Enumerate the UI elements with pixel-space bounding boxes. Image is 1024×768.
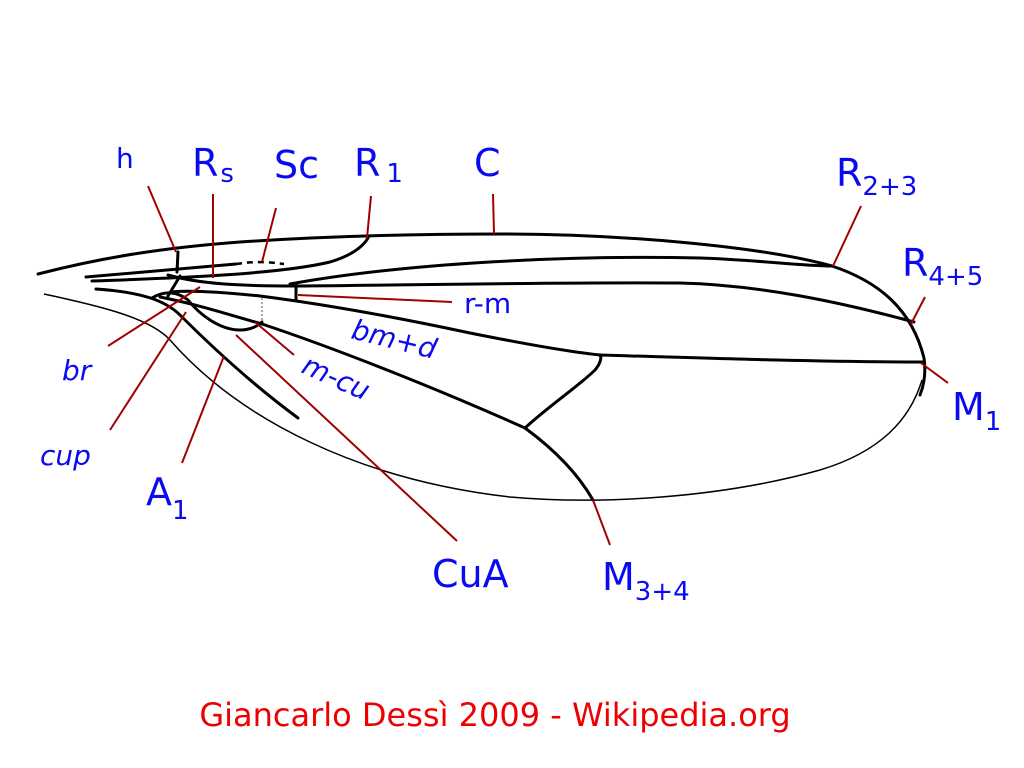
vein-costa: [36, 232, 927, 397]
label-m34: M3+4: [602, 555, 690, 607]
leader-rm: [297, 294, 453, 303]
label-cua: CuA: [432, 552, 509, 596]
leader-mcu: [254, 321, 295, 356]
label-r45: R4+5: [902, 241, 983, 292]
leader-c: [492, 193, 495, 235]
vein-a1: [94, 287, 300, 420]
leader-r45: [910, 296, 926, 325]
credit-line: Giancarlo Dessì 2009 - Wikipedia.org: [199, 696, 791, 734]
label-sc: Sc: [274, 143, 319, 187]
label-a1: A1: [146, 470, 189, 526]
leader-r1: [366, 195, 372, 239]
leader-sc: [261, 207, 277, 263]
wing-veins: [36, 232, 927, 502]
vein-cua: [158, 295, 527, 430]
vein-subcosta-dashed: [235, 260, 285, 266]
label-br: br: [62, 354, 93, 387]
leader-r23: [832, 205, 862, 267]
vein-r2-3: [288, 255, 834, 286]
wing-hind-margin: [43, 293, 923, 501]
label-c: C: [474, 141, 501, 185]
leader-lines: [107, 185, 949, 546]
vein-m3-4: [523, 426, 595, 502]
label-m1: M1: [952, 385, 1001, 437]
label-rm: r-m: [464, 287, 511, 320]
vein-subcosta: [84, 262, 238, 279]
label-cup: cup: [40, 439, 91, 472]
leader-h: [147, 185, 177, 253]
leader-br: [107, 286, 201, 347]
vein-dm-cu: [523, 353, 603, 430]
leader-m34: [592, 499, 611, 546]
label-h: h: [116, 142, 134, 175]
vein-r1: [90, 236, 370, 283]
vein-media: [170, 289, 924, 364]
label-r23: R2+3: [836, 151, 917, 202]
leader-m1: [920, 362, 949, 384]
leader-a1: [181, 355, 225, 464]
leader-cup: [109, 311, 187, 431]
label-mcu: m-cu: [297, 348, 375, 407]
vein-cup-cell: [150, 291, 264, 332]
label-rs: Rs: [192, 141, 234, 189]
vein-rs: [166, 273, 916, 324]
label-bmd: bm+d: [348, 313, 440, 366]
leader-cua: [235, 334, 458, 542]
